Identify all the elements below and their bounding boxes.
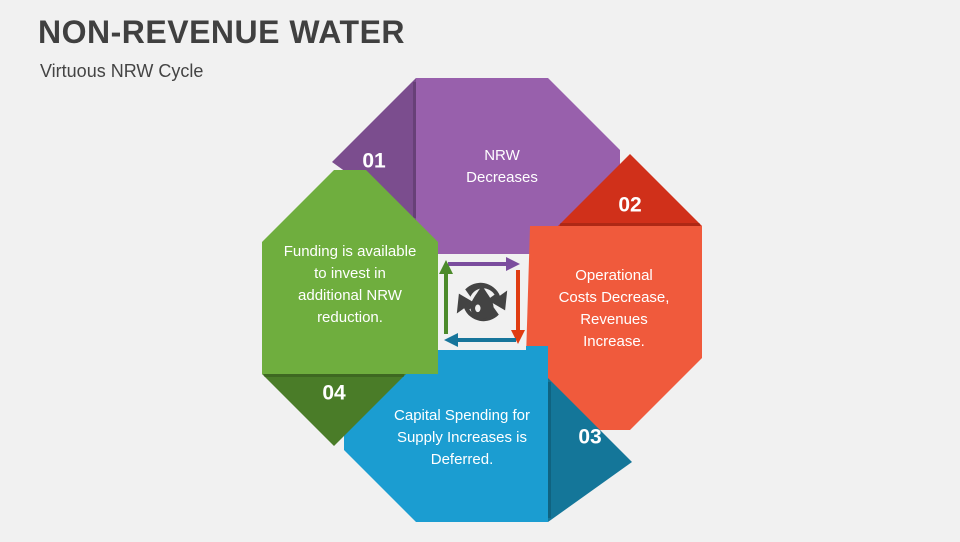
water-recycle-icon bbox=[456, 282, 508, 322]
arrow-left-up-icon bbox=[439, 260, 453, 334]
segment-03-label-line1: Capital Spending for bbox=[394, 407, 530, 424]
segment-03[interactable]: 03 Capital Spending for Supply Increases… bbox=[344, 346, 632, 522]
segment-01-body bbox=[416, 78, 620, 254]
arrow-bottom-left-icon bbox=[444, 333, 516, 347]
segment-03-number: 03 bbox=[578, 426, 601, 449]
segment-03-label-line2: Supply Increases is bbox=[397, 429, 527, 446]
slide-header: NON-REVENUE WATER Virtuous NRW Cycle bbox=[38, 14, 405, 82]
segment-03-badge bbox=[548, 378, 632, 522]
segment-02-label-line4: Increase. bbox=[583, 333, 645, 350]
page-title: NON-REVENUE WATER bbox=[38, 14, 406, 50]
segment-04[interactable]: 04 Funding is available to invest in add… bbox=[262, 170, 438, 446]
segment-04-label-line1: Funding is available bbox=[284, 243, 417, 260]
segment-04-number: 04 bbox=[322, 382, 346, 405]
segment-02-label-line2: Costs Decrease, bbox=[559, 289, 670, 306]
center-hub bbox=[438, 254, 526, 350]
virtuous-nrw-cycle-diagram: 01 NRW Decreases 02 Operational Costs De… bbox=[240, 58, 724, 542]
segment-04-badge bbox=[262, 374, 406, 446]
page-subtitle: Virtuous NRW Cycle bbox=[40, 60, 204, 81]
segment-02-body bbox=[526, 226, 702, 430]
segment-01[interactable]: 01 NRW Decreases bbox=[332, 78, 620, 254]
segment-02[interactable]: 02 Operational Costs Decrease, Revenues … bbox=[526, 154, 702, 430]
segment-04-body bbox=[262, 170, 438, 374]
segment-04-label-line3: additional NRW bbox=[298, 287, 403, 304]
segment-01-label-line1: NRW bbox=[484, 147, 520, 164]
segment-01-badge bbox=[332, 78, 416, 222]
segment-02-label-line3: Revenues bbox=[580, 311, 648, 328]
segment-03-body bbox=[344, 346, 548, 522]
segment-01-number: 01 bbox=[362, 150, 386, 173]
segment-03-label-line3: Deferred. bbox=[431, 451, 494, 468]
arrow-top-right-icon bbox=[448, 257, 520, 271]
segment-02-label-line1: Operational bbox=[575, 267, 653, 284]
segment-02-number: 02 bbox=[618, 194, 641, 217]
segment-01-label-line2: Decreases bbox=[466, 169, 538, 186]
arrow-right-down-icon bbox=[511, 270, 525, 344]
segment-04-label-line4: reduction. bbox=[317, 309, 383, 326]
segment-04-label-line2: to invest in bbox=[314, 265, 386, 282]
segment-02-badge bbox=[558, 154, 702, 226]
